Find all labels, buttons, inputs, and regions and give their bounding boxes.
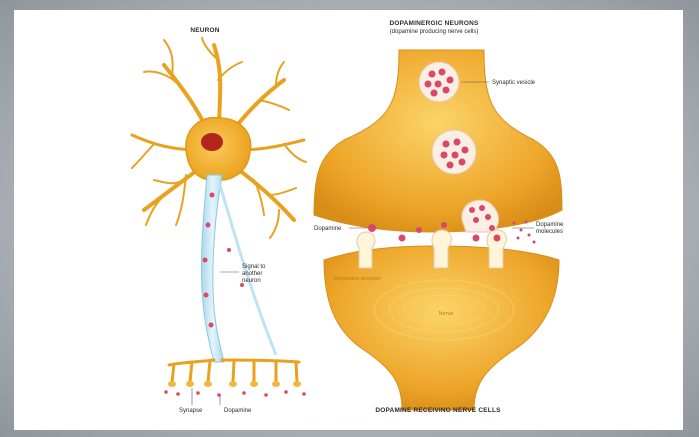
nucleus xyxy=(201,133,223,151)
neuron: NEURON Signal to another neuron Synapse … xyxy=(132,27,306,414)
synapse-label: Synapse xyxy=(179,408,203,414)
signal-label-1: Signal to xyxy=(242,264,266,270)
dopamine-bottom-label: Dopamine xyxy=(224,408,252,414)
postsynaptic-terminal xyxy=(324,246,559,410)
receptor-label: Dopamine receptor xyxy=(334,276,381,282)
terminal-knobs xyxy=(168,381,301,387)
synapse-diagram: DOPAMINERGIC NEURONS (dopamine producing… xyxy=(314,20,564,414)
axon xyxy=(201,175,224,362)
dopamine-molecules-label-1: Dopamine xyxy=(536,222,564,228)
signal-label-2: another xyxy=(242,271,262,277)
signal-label-3: neuron xyxy=(242,278,261,284)
synaptic-vesicle-1 xyxy=(419,62,459,102)
diagram-canvas: NEURON Signal to another neuron Synapse … xyxy=(14,10,683,430)
dopamine-molecules-label-2: molecules xyxy=(536,229,563,235)
receiving-cells-title: DOPAMINE RECEIVING NERVE CELLS xyxy=(375,407,501,414)
terminal-dopamine-dots xyxy=(164,390,306,397)
synaptic-vesicle-2 xyxy=(432,130,476,174)
synaptic-vesicle-label: Synaptic vesicle xyxy=(492,80,536,86)
signal-path xyxy=(220,185,276,355)
dopaminergic-title: DOPAMINERGIC NEURONS xyxy=(389,20,479,27)
nerve-label: Nerve xyxy=(439,311,454,317)
dopamine-left-label: Dopamine xyxy=(314,226,342,232)
axon-terminals xyxy=(169,360,299,382)
neuron-title: NEURON xyxy=(190,27,219,34)
dopamine-neuron-diagram: NEURON Signal to another neuron Synapse … xyxy=(14,10,683,430)
dopaminergic-subtitle: (dopamine producing nerve cells) xyxy=(390,29,479,35)
